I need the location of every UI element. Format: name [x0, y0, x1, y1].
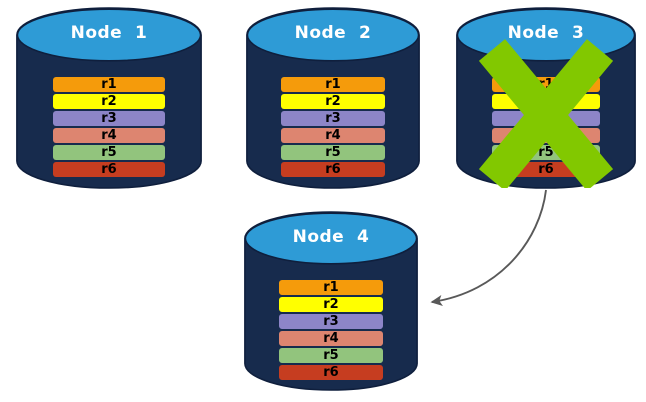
row-label: r2	[538, 93, 554, 109]
row-r3[interactable]: r3	[53, 111, 165, 126]
row-r2[interactable]: r2	[281, 94, 385, 109]
row-label: r1	[538, 76, 554, 92]
row-r5[interactable]: r5	[279, 348, 383, 363]
row-r2[interactable]: r2	[279, 297, 383, 312]
row-r1[interactable]: r1	[281, 77, 385, 92]
row-r4[interactable]: r4	[53, 128, 165, 143]
row-r5[interactable]: r5	[281, 145, 385, 160]
row-label: r3	[101, 110, 117, 126]
row-r3[interactable]: r3	[279, 314, 383, 329]
row-r2[interactable]: r2	[53, 94, 165, 109]
row-label: r1	[101, 76, 117, 92]
cylinder-top-cap	[16, 8, 202, 62]
row-label: r6	[325, 161, 341, 177]
row-label: r5	[538, 144, 554, 160]
cylinder-top-cap	[246, 8, 420, 62]
node-2-title: Node 2	[294, 23, 372, 43]
row-label: r2	[325, 93, 341, 109]
row-label: r4	[325, 127, 341, 143]
node-3-title: Node 3	[507, 23, 585, 43]
row-r6[interactable]: r6	[281, 162, 385, 177]
row-r3[interactable]: r3	[492, 111, 600, 126]
row-label: r3	[538, 110, 554, 126]
row-label: r2	[323, 296, 339, 312]
row-label: r4	[101, 127, 117, 143]
row-label: r5	[323, 347, 339, 363]
row-label: r3	[323, 313, 339, 329]
row-label: r5	[101, 144, 117, 160]
row-r4[interactable]: r4	[281, 128, 385, 143]
row-r5[interactable]: r5	[492, 145, 600, 160]
cylinder-top-cap	[244, 212, 418, 265]
row-label: r4	[538, 127, 554, 143]
row-r6[interactable]: r6	[53, 162, 165, 177]
row-label: r4	[323, 330, 339, 346]
row-r5[interactable]: r5	[53, 145, 165, 160]
row-r4[interactable]: r4	[492, 128, 600, 143]
row-r1[interactable]: r1	[53, 77, 165, 92]
row-r1[interactable]: r1	[279, 280, 383, 295]
row-r2[interactable]: r2	[492, 94, 600, 109]
row-label: r2	[101, 93, 117, 109]
row-r4[interactable]: r4	[279, 331, 383, 346]
replication-arrow	[430, 189, 547, 306]
row-label: r6	[538, 161, 554, 177]
row-label: r1	[323, 279, 339, 295]
row-r1[interactable]: r1	[492, 77, 600, 92]
row-r3[interactable]: r3	[281, 111, 385, 126]
row-label: r6	[323, 364, 339, 380]
node-1-title: Node 1	[70, 23, 148, 43]
row-label: r5	[325, 144, 341, 160]
row-r6[interactable]: r6	[279, 365, 383, 380]
node-4-title: Node 4	[292, 226, 370, 247]
row-r6[interactable]: r6	[492, 162, 600, 177]
row-label: r6	[101, 161, 117, 177]
row-label: r3	[325, 110, 341, 126]
row-label: r1	[325, 76, 341, 92]
